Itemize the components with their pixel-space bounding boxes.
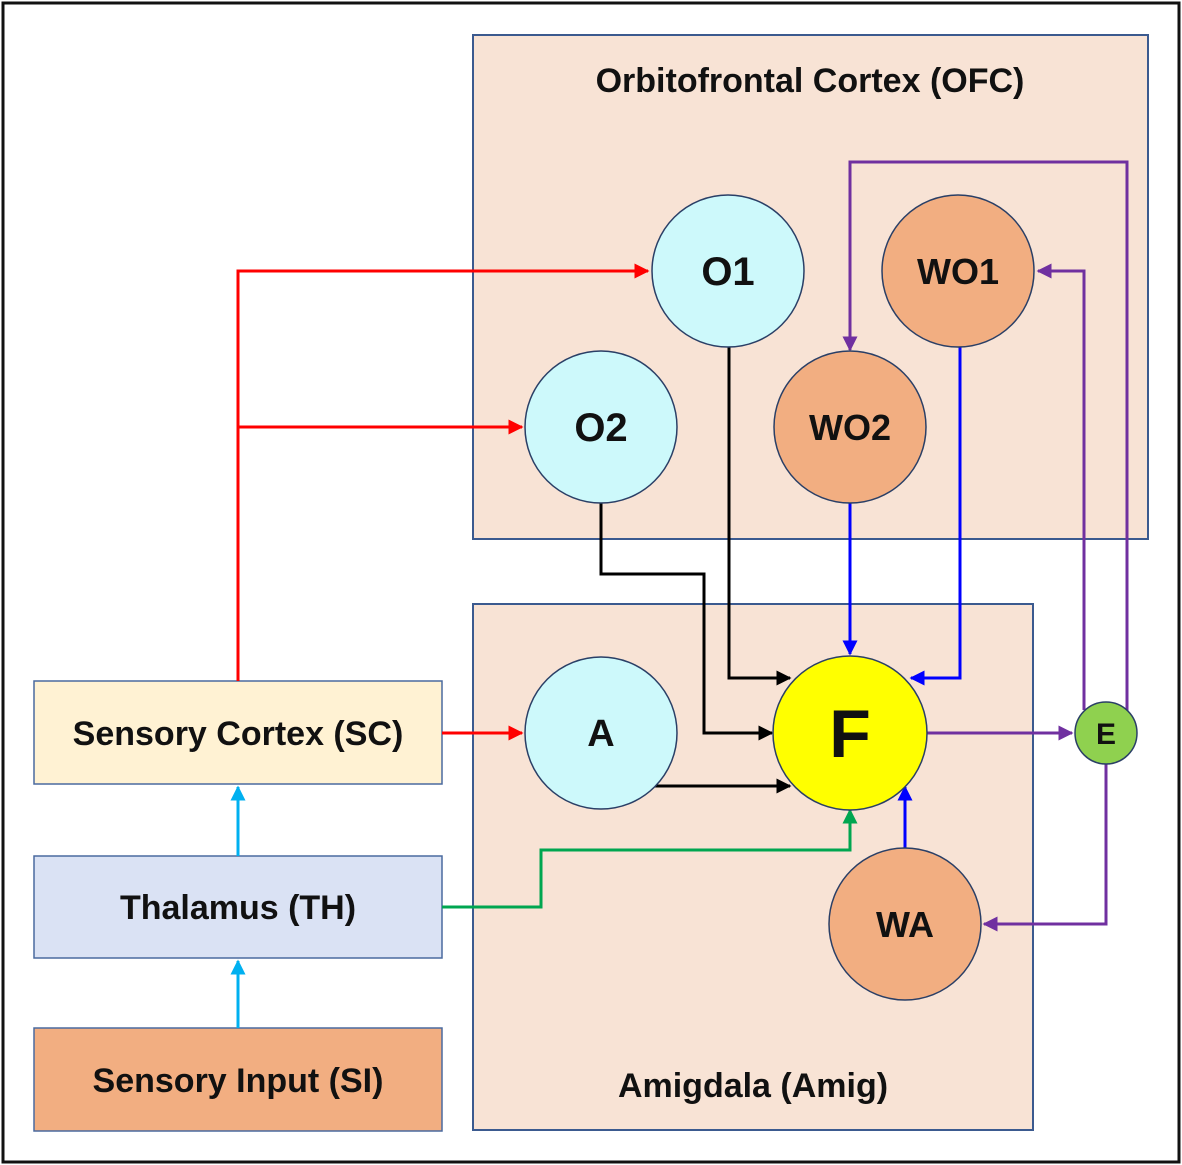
sensory-input-box [33, 1027, 443, 1132]
node-o2 [524, 350, 678, 504]
node-a-label: A [587, 713, 614, 755]
arrow-o1-to-f [727, 346, 792, 686]
node-e-label: E [1096, 718, 1116, 751]
arrow-wo1-to-f [909, 346, 962, 686]
node-o2-label: O2 [574, 406, 627, 450]
ofc-region-label: Orbitofrontal Cortex (OFC) [596, 62, 1025, 100]
arrow-th-to-f [442, 808, 858, 909]
sensory-cortex-box [33, 680, 443, 785]
node-f-label: F [829, 696, 871, 772]
arrow-e-to-wo2 [842, 160, 1129, 717]
node-o1-label: O1 [701, 250, 754, 294]
node-wo1-label: WO1 [917, 251, 999, 292]
arrow-o2-to-f [599, 502, 774, 741]
thalamus-label: Thalamus (TH) [120, 889, 356, 927]
arrow-e-to-wo1 [1036, 263, 1086, 710]
arrow-e-to-wa [982, 757, 1108, 932]
node-e [1074, 701, 1138, 765]
node-f [772, 655, 928, 811]
arrow-sc-to-o1 [236, 263, 650, 681]
node-wo2 [773, 350, 927, 504]
node-o1 [651, 194, 805, 348]
node-wa-label: WA [876, 904, 934, 945]
amig-region-label: Amigdala (Amig) [618, 1067, 888, 1105]
node-wo1 [881, 194, 1035, 348]
node-a [524, 656, 678, 810]
node-wo2-label: WO2 [809, 407, 891, 448]
sensory-cortex-label: Sensory Cortex (SC) [73, 715, 404, 753]
node-wa [828, 847, 982, 1001]
sensory-input-label: Sensory Input (SI) [93, 1062, 384, 1100]
thalamus-box [33, 855, 443, 959]
